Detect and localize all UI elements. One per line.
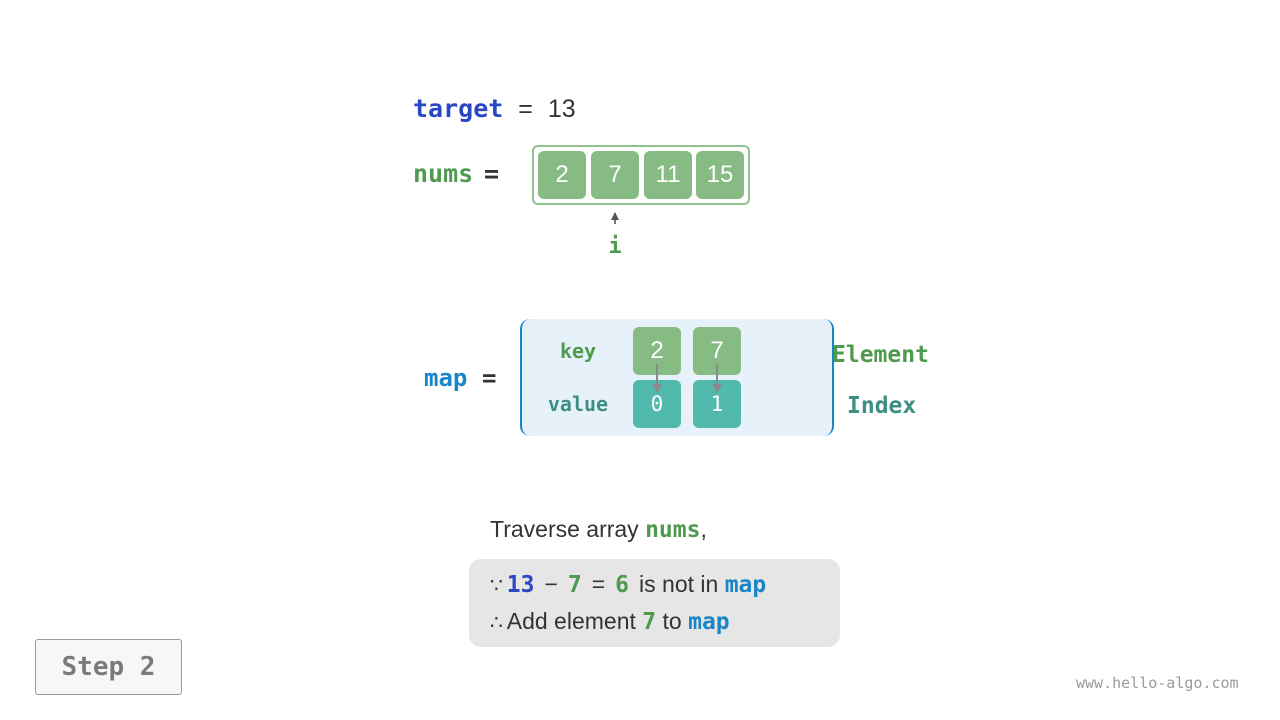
map-reference: map (688, 609, 730, 635)
target-number: 13 (506, 572, 535, 598)
target-line: target = 13 (413, 92, 576, 126)
map-value-cell: 0 (633, 380, 681, 428)
array-cell: 11 (644, 151, 692, 199)
explanation-intro: Traverse array (490, 516, 646, 542)
difference-value: 6 (615, 572, 630, 598)
explanation-box (469, 559, 840, 647)
key-value-arrows (652, 364, 722, 393)
explanation-heading: Traverse array nums, (490, 513, 707, 546)
explanation-nums: nums (645, 517, 701, 543)
therefore-symbol: ∴ (490, 612, 503, 634)
map-key-row-label: key (559, 339, 597, 363)
explanation-comma: , (700, 516, 707, 542)
array-cell: 2 (538, 151, 586, 199)
minus-sign: − (544, 571, 558, 597)
map-value-row-label: value (547, 392, 609, 416)
index-side-label: Index (847, 393, 917, 419)
map-equals: = (482, 364, 497, 392)
explanation-line-1: ∵13−7 = 6 is not in map (490, 568, 766, 602)
target-value: 13 (547, 95, 576, 123)
arrow-down-icon (652, 364, 662, 393)
not-in-text: is not in (639, 571, 719, 597)
target-variable: target (413, 94, 504, 123)
map-variable: map (424, 364, 468, 392)
element-side-label: Element (832, 342, 929, 368)
explanation-line-2: ∴Add element 7 to map (490, 605, 730, 639)
nums-equals: = (484, 159, 500, 188)
add-element-text: Add element (506, 608, 636, 634)
added-element: 7 (642, 609, 657, 635)
target-equals: = (518, 95, 533, 123)
map-reference: map (724, 572, 767, 598)
because-symbol: ∵ (490, 575, 503, 597)
nums-variable: nums (413, 159, 474, 188)
to-text: to (662, 608, 682, 634)
current-element: 7 (567, 572, 582, 598)
pointer-label: i (608, 234, 622, 259)
watermark: www.hello-algo.com (1076, 674, 1239, 692)
array-cell: 7 (591, 151, 639, 199)
array-cell: 15 (696, 151, 744, 199)
step-button[interactable]: Step 2 (35, 639, 182, 695)
arrow-down-icon (712, 364, 722, 393)
equals-sign: = (591, 571, 606, 597)
map-value-cell: 1 (693, 380, 741, 428)
pointer-arrow-icon (611, 212, 619, 224)
nums-array: 2 7 11 15 (532, 145, 750, 205)
